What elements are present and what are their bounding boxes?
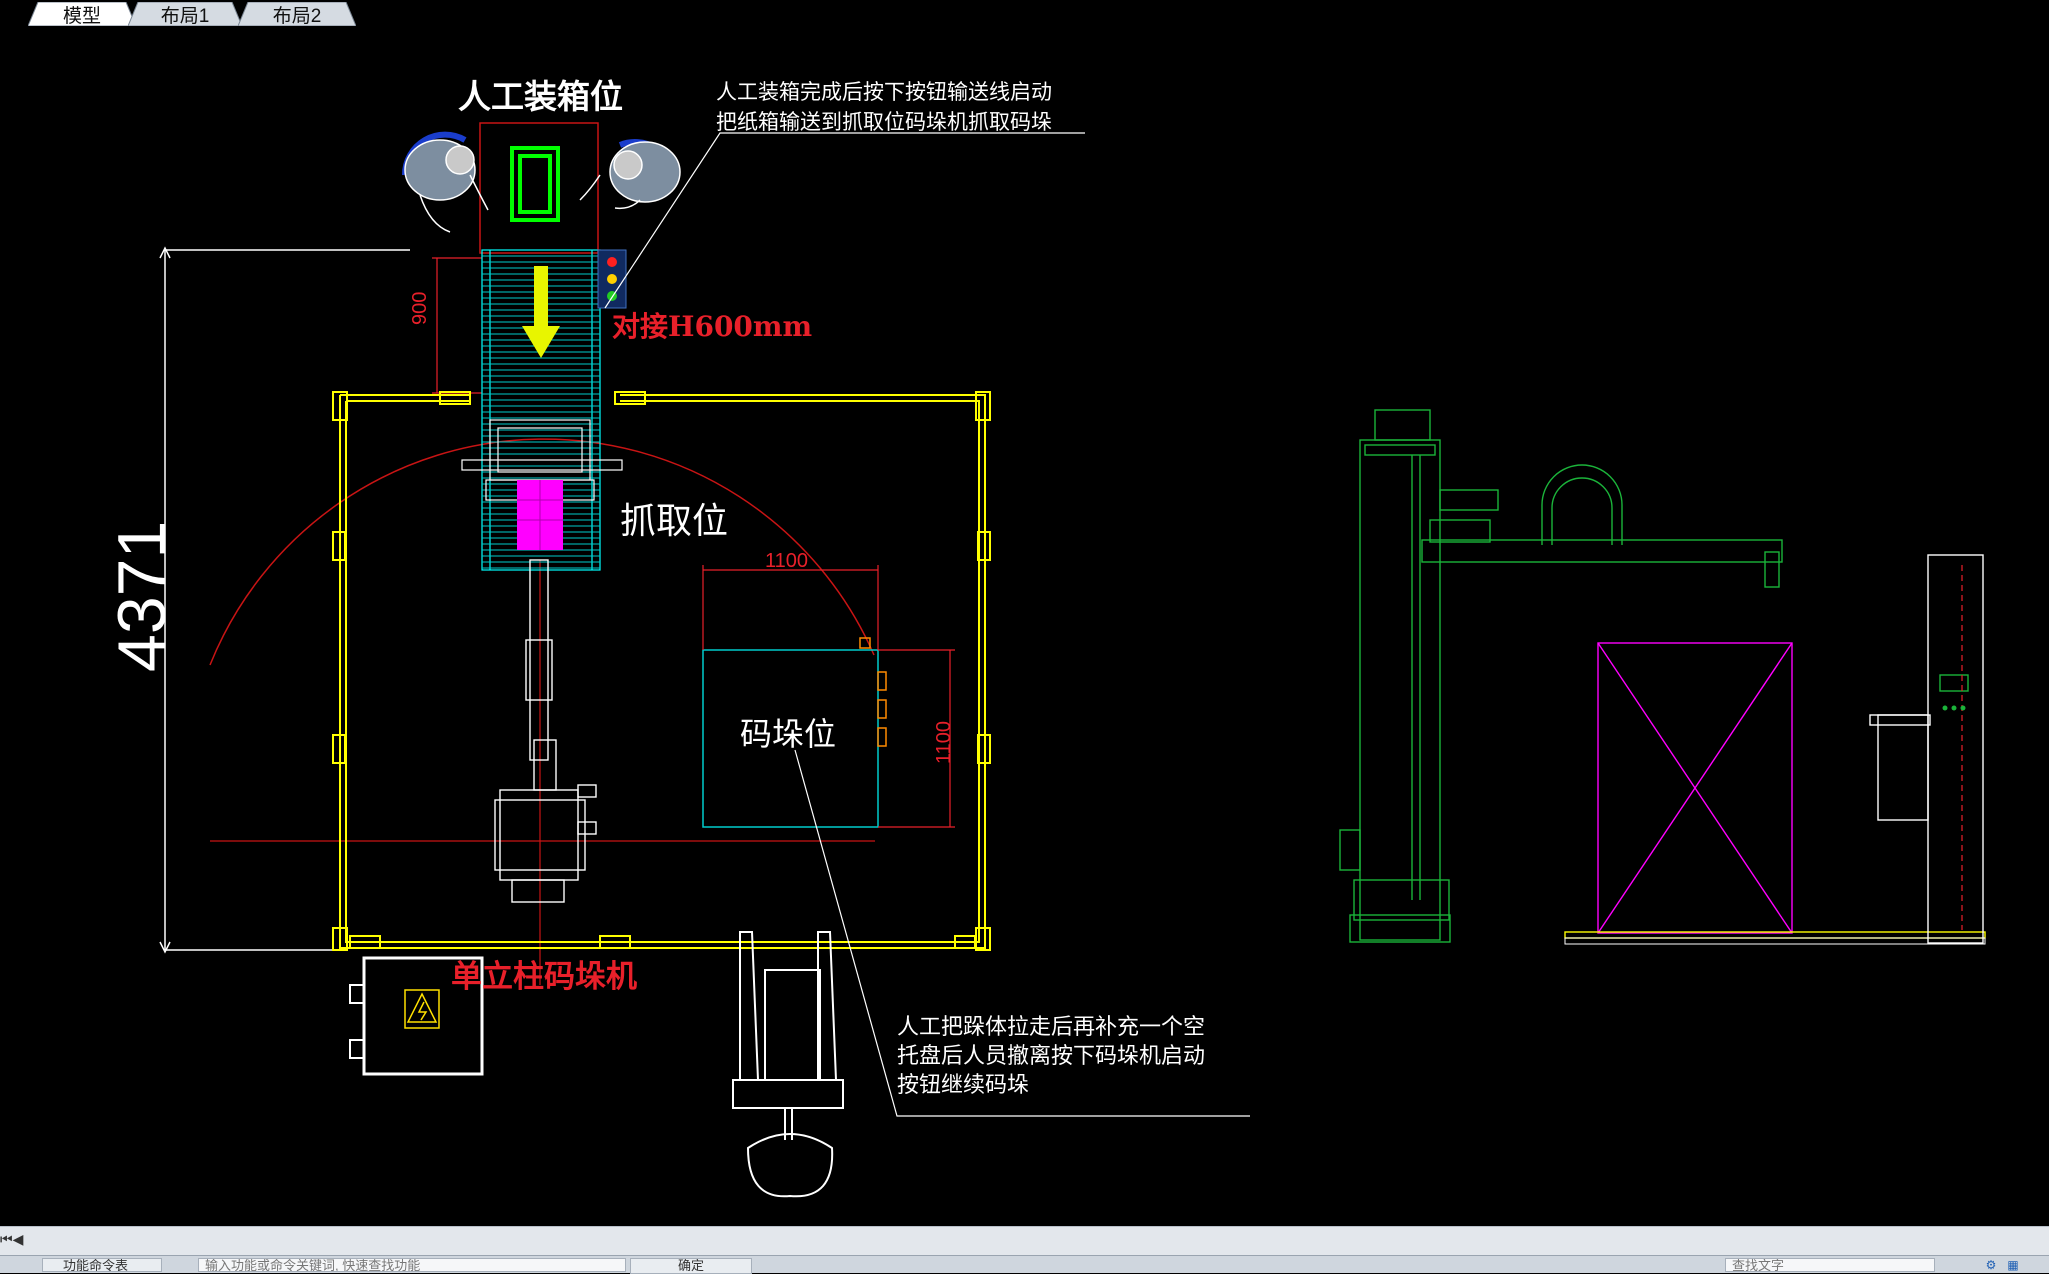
dock-height-label: 对接H600mm <box>612 310 813 343</box>
dim-1100-v-label: 1100 <box>933 720 955 764</box>
dimension-900 <box>432 257 482 394</box>
layout-tab-bar <box>0 1226 2049 1255</box>
tab-layout2[interactable]: 布局2 <box>238 2 356 27</box>
worker-right <box>579 139 681 210</box>
side-cabinet <box>1869 554 1984 944</box>
grid-icon[interactable]: ▦ <box>2007 1258 2019 1272</box>
dimension-1100-h <box>702 565 879 650</box>
tab-layout1-label: 布局1 <box>160 5 210 27</box>
settings-icon[interactable]: ⚙ <box>1985 1258 1997 1272</box>
drawing-canvas[interactable]: 人工装箱位 人工装箱完成后按下按钮输送线启动 把纸箱输送到抓取位码垛机抓取码垛 … <box>0 0 2049 1226</box>
note-top-line2: 把纸箱输送到抓取位码垛机抓取码垛 <box>716 110 1052 134</box>
triangle-left-icon[interactable]: ◀ <box>12 1232 24 1248</box>
cad-drawing <box>159 122 1986 1198</box>
dim-4371-label: 4371 <box>104 520 180 672</box>
worker-left <box>401 131 489 233</box>
command-input[interactable]: 输入功能或命令关键词, 快速查找功能 <box>198 1258 626 1272</box>
label-pick-position: 抓取位 <box>620 501 729 542</box>
note-bottom-line2: 托盘后人员撤离按下码垛机启动 <box>897 1044 1206 1069</box>
leader-bottom <box>794 749 1250 1117</box>
side-load <box>1597 642 1793 934</box>
command-list-button[interactable]: 功能命令表 <box>42 1258 162 1272</box>
label-stack-position: 码垛位 <box>740 715 837 753</box>
conveyor <box>481 249 601 571</box>
pallet-clamp <box>859 637 887 747</box>
title-manual-packing: 人工装箱位 <box>458 77 623 116</box>
electric-warning-icon <box>404 989 440 1029</box>
flow-arrow <box>522 266 560 358</box>
electrical-cabinet <box>349 956 484 1076</box>
bar-left-icon[interactable]: ⏮ <box>0 1232 13 1248</box>
leader-top <box>604 132 1085 309</box>
dim-900-label: 900 <box>409 291 431 325</box>
find-text-input[interactable]: 查找文字 <box>1725 1258 1935 1272</box>
reach-arc <box>209 438 875 666</box>
dimension-1100-v <box>878 649 955 828</box>
column-palletizer-side <box>1339 409 1783 943</box>
pallet-jack <box>732 931 844 1198</box>
tab-model[interactable]: 模型 <box>28 2 136 27</box>
dim-1100-h-label: 1100 <box>765 550 809 572</box>
signal-light-icon <box>597 249 627 309</box>
tab-layout1[interactable]: 布局1 <box>128 2 242 27</box>
note-bottom-line1: 人工把跺体拉走后再补充一个空 <box>897 1015 1206 1040</box>
dimension-4371 <box>159 246 410 954</box>
robot-arm <box>494 559 597 903</box>
note-top-line1: 人工装箱完成后按下按钮输送线启动 <box>716 80 1052 104</box>
label-column-palletizer: 单立柱码垛机 <box>451 959 637 995</box>
safety-fence <box>332 391 991 951</box>
tab-layout2-label: 布局2 <box>272 5 322 27</box>
tab-model-label: 模型 <box>62 5 101 27</box>
packing-table <box>479 122 599 254</box>
note-bottom-line3: 按钮继续码垛 <box>897 1073 1030 1098</box>
carton <box>510 146 560 222</box>
